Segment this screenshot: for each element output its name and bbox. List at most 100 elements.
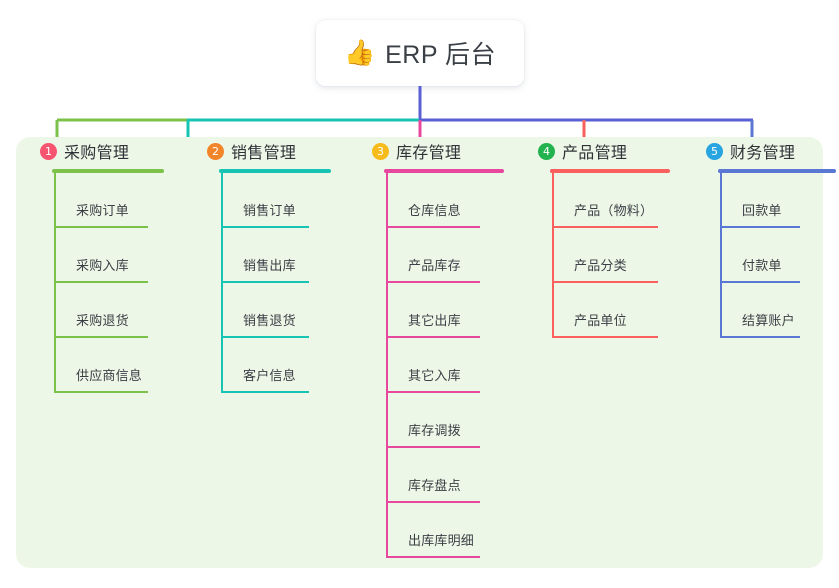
column-header-2[interactable]: 2 销售管理 <box>203 137 348 165</box>
leaf-item-label: 产品库存 <box>408 258 461 273</box>
column-badge-icon: 4 <box>538 142 555 160</box>
leaf-item[interactable]: 库存盘点 <box>386 448 513 503</box>
leaf-item[interactable]: 其它入库 <box>386 338 513 393</box>
leaf-list: 产品（物料） 产品分类产品单位 <box>550 173 684 338</box>
leaf-list: 仓库信息产品库存其它出库其它入库库存调拨库存盘点出库库明细 <box>384 173 513 558</box>
thumbs-up-icon: 👍 <box>343 38 376 67</box>
leaf-item[interactable]: 产品分类 <box>552 228 684 283</box>
column-header-4[interactable]: 4 产品管理 <box>534 137 684 165</box>
leaf-item-label: 销售订单 <box>243 203 296 218</box>
column-header-1[interactable]: 1 采购管理 <box>36 137 181 165</box>
leaf-item-label: 客户信息 <box>243 368 296 383</box>
leaf-item[interactable]: 客户信息 <box>221 338 348 393</box>
leaf-list: 采购订单采购入库采购退货供应商信息 <box>52 173 181 393</box>
column-spine <box>720 173 722 338</box>
column-badge-icon: 3 <box>372 142 389 160</box>
leaf-item-label: 采购退货 <box>76 313 129 328</box>
leaf-item-rule <box>223 391 309 393</box>
leaf-item-label: 库存调拨 <box>408 423 461 438</box>
column-1: 1 采购管理采购订单采购入库采购退货供应商信息 <box>36 137 181 393</box>
leaf-item-rule <box>388 336 480 338</box>
column-badge-icon: 1 <box>40 142 57 160</box>
column-spine <box>552 173 554 338</box>
leaf-item[interactable]: 销售订单 <box>221 173 348 228</box>
leaf-item[interactable]: 销售退货 <box>221 283 348 338</box>
leaf-item-label: 库存盘点 <box>408 478 461 493</box>
leaf-item-label: 产品单位 <box>574 313 627 328</box>
leaf-item-rule <box>388 446 480 448</box>
leaf-item-label: 销售出库 <box>243 258 296 273</box>
main-card: 1 采购管理采购订单采购入库采购退货供应商信息 2 销售管理销售订单销售出库销售退货客… <box>16 137 836 568</box>
column-title: 库存管理 <box>396 145 462 162</box>
leaf-item-label: 其它出库 <box>408 313 461 328</box>
leaf-item-rule <box>722 336 800 338</box>
leaf-item[interactable]: 其它出库 <box>386 283 513 338</box>
leaf-item[interactable]: 供应商信息 <box>54 338 181 393</box>
leaf-item[interactable]: 采购入库 <box>54 228 181 283</box>
column-title: 产品管理 <box>562 145 628 162</box>
leaf-item-label: 出库库明细 <box>408 533 475 548</box>
leaf-item-label: 结算账户 <box>742 313 795 328</box>
column-title: 销售管理 <box>231 145 297 162</box>
column-header-5[interactable]: 5 财务管理 <box>702 137 839 165</box>
leaf-item-rule <box>56 336 148 338</box>
root-title: ERP 后台 <box>385 41 497 69</box>
leaf-item[interactable]: 产品库存 <box>386 228 513 283</box>
leaf-item-label: 供应商信息 <box>76 368 143 383</box>
leaf-item-label: 产品（物料） <box>574 203 654 218</box>
leaf-item[interactable]: 库存调拨 <box>386 393 513 448</box>
leaf-item-rule <box>388 281 480 283</box>
leaf-item-label: 其它入库 <box>408 368 461 383</box>
column-accent-rule <box>52 169 164 173</box>
leaf-item-rule <box>388 391 480 393</box>
leaf-item-rule <box>388 226 480 228</box>
column-spine <box>386 173 388 558</box>
leaf-item-rule <box>223 336 309 338</box>
leaf-item-rule <box>554 281 658 283</box>
leaf-item[interactable]: 仓库信息 <box>386 173 513 228</box>
leaf-item[interactable]: 产品单位 <box>552 283 684 338</box>
column-accent-rule <box>550 169 670 173</box>
leaf-item-rule <box>388 556 480 558</box>
column-spine <box>54 173 56 393</box>
column-5: 5 财务管理回款单付款单结算账户 <box>702 137 839 338</box>
column-2: 2 销售管理销售订单销售出库销售退货客户信息 <box>203 137 348 393</box>
leaf-item[interactable]: 回款单 <box>720 173 839 228</box>
leaf-item-label: 产品分类 <box>574 258 627 273</box>
leaf-list: 回款单付款单结算账户 <box>718 173 839 338</box>
leaf-item-rule <box>56 226 148 228</box>
leaf-item[interactable]: 付款单 <box>720 228 839 283</box>
column-title: 采购管理 <box>64 145 130 162</box>
column-4: 4 产品管理产品（物料） 产品分类产品单位 <box>534 137 684 338</box>
leaf-item-rule <box>223 281 309 283</box>
leaf-item-rule <box>56 281 148 283</box>
leaf-item[interactable]: 结算账户 <box>720 283 839 338</box>
leaf-item-rule <box>722 226 800 228</box>
column-title: 财务管理 <box>730 145 796 162</box>
leaf-item[interactable]: 出库库明细 <box>386 503 513 558</box>
leaf-item-rule <box>56 391 148 393</box>
leaf-item[interactable]: 销售出库 <box>221 228 348 283</box>
leaf-item-label: 采购订单 <box>76 203 129 218</box>
leaf-item-rule <box>388 501 480 503</box>
leaf-item-label: 付款单 <box>742 258 782 273</box>
column-badge-icon: 2 <box>207 142 224 160</box>
leaf-item-rule <box>554 226 658 228</box>
column-accent-rule <box>384 169 504 173</box>
column-header-3[interactable]: 3 库存管理 <box>368 137 513 165</box>
leaf-item-rule <box>554 336 658 338</box>
leaf-item-label: 仓库信息 <box>408 203 461 218</box>
leaf-item[interactable]: 产品（物料） <box>552 173 684 228</box>
leaf-item[interactable]: 采购退货 <box>54 283 181 338</box>
leaf-item[interactable]: 采购订单 <box>54 173 181 228</box>
leaf-item-rule <box>223 226 309 228</box>
leaf-item-label: 回款单 <box>742 203 782 218</box>
column-badge-icon: 5 <box>706 142 723 160</box>
column-spine <box>221 173 223 393</box>
column-accent-rule <box>219 169 331 173</box>
root-node[interactable]: 👍 ERP 后台 <box>316 20 524 86</box>
leaf-item-label: 采购入库 <box>76 258 129 273</box>
leaf-item-label: 销售退货 <box>243 313 296 328</box>
column-accent-rule <box>718 169 836 173</box>
leaf-list: 销售订单销售出库销售退货客户信息 <box>219 173 348 393</box>
